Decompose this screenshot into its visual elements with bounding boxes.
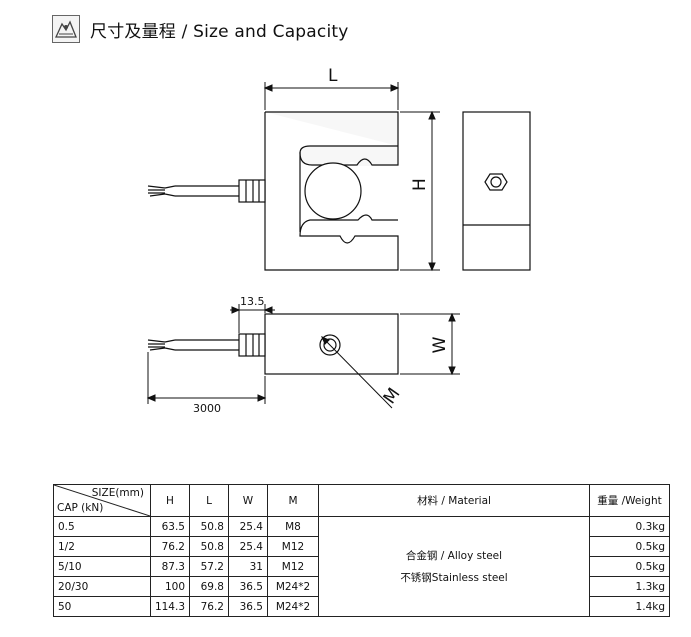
col-header-M: M	[267, 484, 319, 517]
cell-W: 36.5	[228, 596, 268, 617]
material-stainless: 不锈钢Stainless steel	[400, 571, 508, 584]
cell-weight: 1.3kg	[589, 576, 670, 597]
table-row: 5/10 87.3 57.2 31 M12 0.5kg	[53, 556, 670, 577]
cell-material: 合金钢 / Alloy steel 不锈钢Stainless steel	[318, 516, 590, 617]
cell-M: M12	[267, 556, 319, 577]
page-title: 尺寸及量程 / Size and Capacity	[90, 21, 349, 42]
size-cap-header-cell: SIZE(mm) CAP (kN)	[53, 484, 151, 517]
spec-table: SIZE(mm) CAP (kN) H L W M 材料 / Material …	[53, 484, 670, 617]
leader-M	[321, 336, 393, 409]
dimension-gland	[230, 304, 275, 333]
cell-M: M24*2	[267, 596, 319, 617]
cell-M: M24*2	[267, 576, 319, 597]
col-header-weight: 重量 /Weight	[589, 484, 670, 517]
col-header-W: W	[228, 484, 268, 517]
table-row: 0.5 63.5 50.8 25.4 M8 合金钢 / Alloy steel …	[53, 516, 670, 617]
brand-logo-icon	[52, 15, 80, 43]
label-H: H	[410, 178, 430, 191]
dimension-W	[400, 312, 460, 376]
technical-drawing: L H 13.5	[146, 66, 531, 415]
cell-cap: 50	[53, 596, 151, 617]
label-M: M	[380, 384, 405, 407]
cell-L: 50.8	[189, 516, 229, 537]
cell-H: 87.3	[150, 556, 190, 577]
cell-M: M8	[267, 516, 319, 537]
cell-H: 63.5	[150, 516, 190, 537]
cell-H: 76.2	[150, 536, 190, 557]
table-header-row: SIZE(mm) CAP (kN) H L W M 材料 / Material …	[53, 484, 670, 517]
dimension-cable-length	[146, 352, 267, 404]
cell-W: 31	[228, 556, 268, 577]
cell-L: 76.2	[189, 596, 229, 617]
cell-M: M12	[267, 536, 319, 557]
table-row: 50 114.3 76.2 36.5 M24*2 1.4kg	[53, 596, 670, 617]
cap-header: CAP (kN)	[57, 502, 104, 514]
cell-cap: 1/2	[53, 536, 151, 557]
cell-weight: 1.4kg	[589, 596, 670, 617]
cell-cap: 20/30	[53, 576, 151, 597]
label-W: W	[430, 336, 450, 353]
label-cable-length: 3000	[193, 402, 221, 415]
col-header-H: H	[150, 484, 190, 517]
top-view	[147, 313, 399, 375]
label-L: L	[328, 66, 338, 86]
col-header-material: 材料 / Material	[318, 484, 590, 517]
cell-weight: 0.5kg	[589, 536, 670, 557]
cell-W: 36.5	[228, 576, 268, 597]
table-row: 20/30 100 69.8 36.5 M24*2 1.3kg	[53, 576, 670, 597]
cell-cap: 0.5	[53, 516, 151, 537]
cell-weight: 0.3kg	[589, 516, 670, 537]
cell-L: 69.8	[189, 576, 229, 597]
cell-W: 25.4	[228, 536, 268, 557]
dimension-L	[263, 82, 400, 110]
cell-L: 57.2	[189, 556, 229, 577]
cell-H: 114.3	[150, 596, 190, 617]
label-gland: 13.5	[240, 295, 265, 308]
size-header: SIZE(mm)	[91, 487, 144, 499]
section-header: 尺寸及量程 / Size and Capacity	[52, 14, 349, 44]
front-view	[147, 111, 399, 271]
cell-L: 50.8	[189, 536, 229, 557]
col-header-L: L	[189, 484, 229, 517]
cell-H: 100	[150, 576, 190, 597]
cell-W: 25.4	[228, 516, 268, 537]
cell-weight: 0.5kg	[589, 556, 670, 577]
table-row: 1/2 76.2 50.8 25.4 M12 0.5kg	[53, 536, 670, 557]
dimension-H	[400, 110, 440, 272]
side-view	[462, 111, 531, 271]
material-alloy: 合金钢 / Alloy steel	[405, 549, 503, 562]
cell-cap: 5/10	[53, 556, 151, 577]
